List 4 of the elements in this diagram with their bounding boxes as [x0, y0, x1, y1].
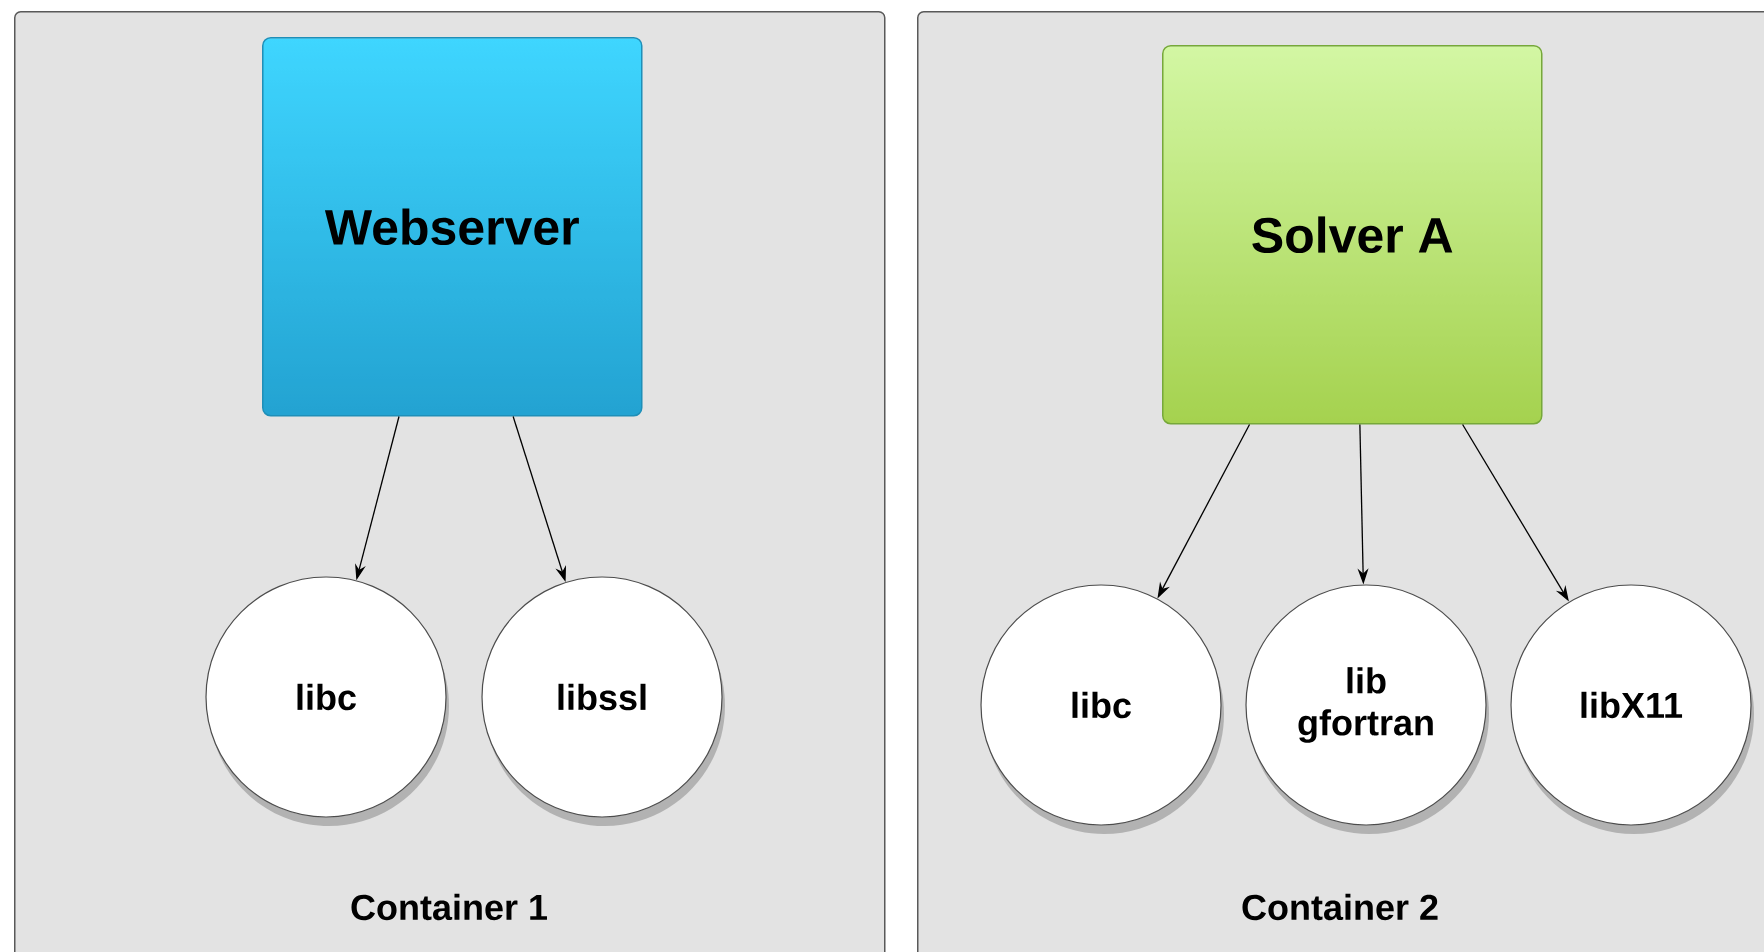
- process-box: Webserver: [262, 37, 643, 417]
- container-label: Container 2: [1242, 893, 1438, 921]
- container-label: Container 1: [351, 893, 547, 921]
- process-box: Solver A: [1162, 45, 1543, 425]
